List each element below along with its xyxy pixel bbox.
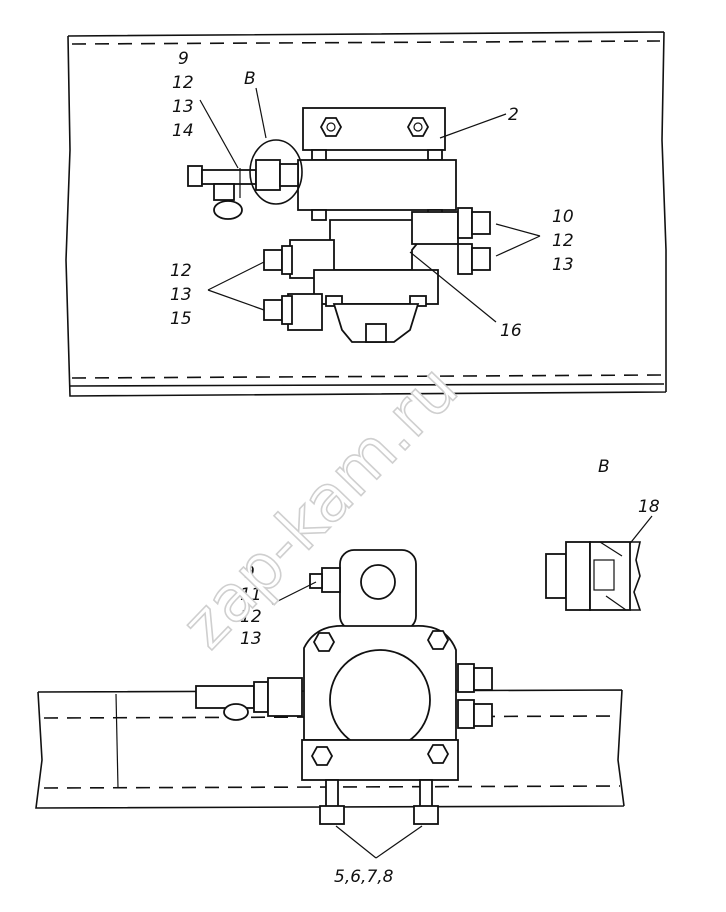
top-view: 9 12 13 14 В 2 10 12 13 12 13 15 16 (65, 31, 667, 397)
label-16: 16 (500, 321, 522, 341)
label-13-right: 13 (552, 255, 574, 275)
label-15: 15 (170, 309, 192, 329)
nut-icon (413, 805, 439, 825)
bolt-icon (319, 117, 343, 137)
bolt-icon (406, 117, 430, 137)
watermark: zap-kam.ru (168, 352, 472, 663)
label-12-bottom: 12 (240, 607, 262, 627)
bolt-icon (310, 746, 334, 766)
label-14: 14 (172, 121, 194, 141)
top-frame-rail (65, 31, 667, 397)
left-fittings (263, 245, 293, 325)
bolt-icon (426, 744, 450, 764)
label-9: 9 (178, 49, 189, 69)
bottom-view: 9 11 12 13 5,6,7,8 (35, 549, 625, 887)
label-11: 11 (240, 585, 262, 605)
label-13-left: 13 (170, 285, 192, 305)
label-12-right: 12 (552, 231, 574, 251)
label-12-left: 12 (170, 261, 192, 281)
tee-fitting (187, 159, 299, 220)
valve-body (287, 159, 459, 343)
right-fittings (457, 207, 491, 275)
bracket-part-2 (302, 107, 446, 161)
detail-b: В 18 (545, 457, 660, 611)
label-10: 10 (552, 207, 574, 227)
nut-icon (319, 805, 345, 825)
detail-b-title: В (598, 457, 610, 477)
label-2: 2 (508, 105, 519, 125)
bolt-icon (312, 632, 336, 652)
label-13-bottom: 13 (240, 629, 262, 649)
callout-b-circle (249, 139, 303, 205)
label-12: 12 (172, 73, 194, 93)
label-13: 13 (172, 97, 194, 117)
label-9-bottom: 9 (244, 563, 255, 583)
label-18: 18 (638, 497, 660, 517)
bolt-icon (426, 630, 450, 650)
callout-b-label: В (244, 69, 256, 89)
label-5-6-7-8: 5,6,7,8 (334, 867, 394, 887)
